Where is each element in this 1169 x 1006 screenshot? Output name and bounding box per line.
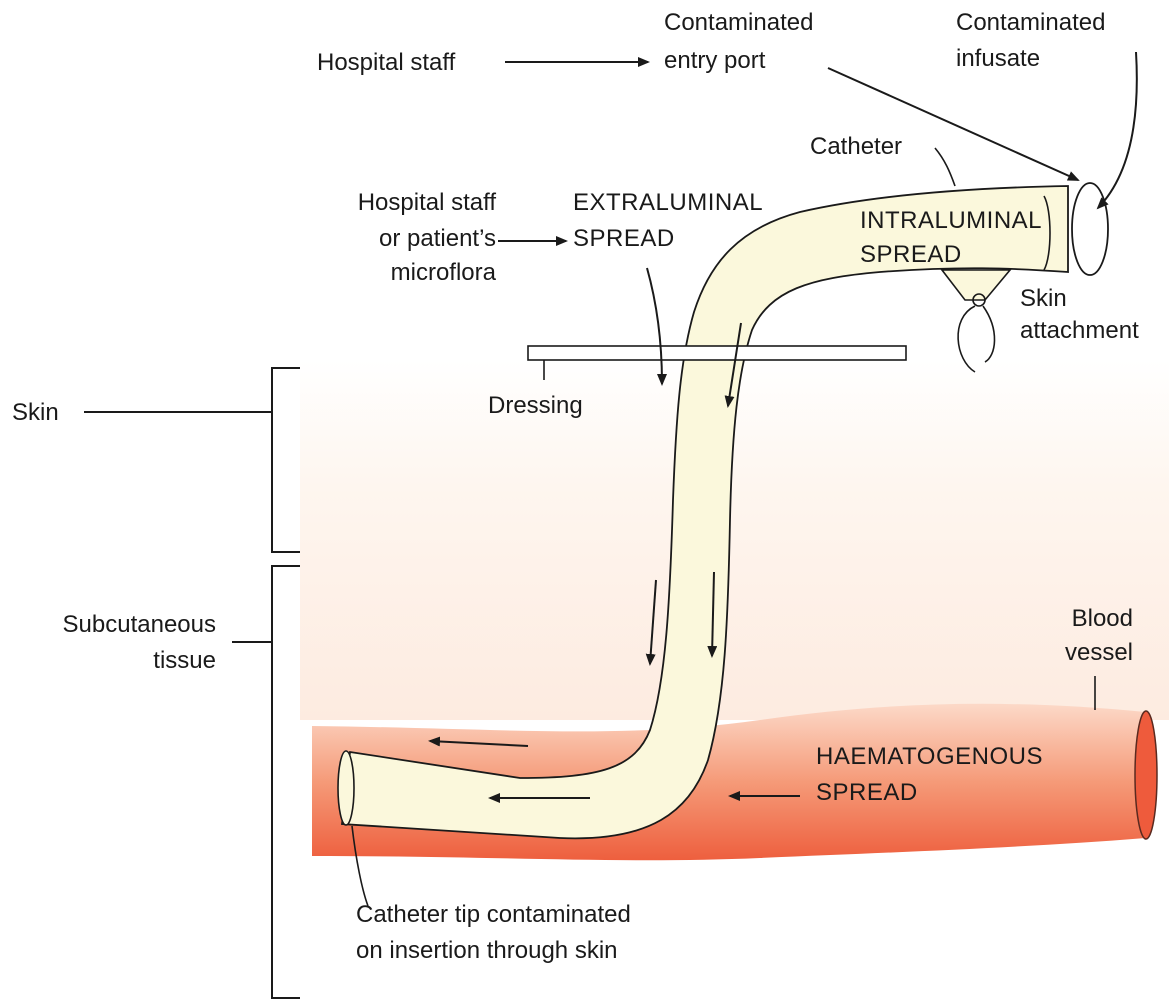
microflora-label-line3: microflora — [391, 259, 497, 286]
subcutaneous-bracket — [272, 566, 300, 998]
catheter-tip-opening — [338, 751, 354, 825]
haematogenous-label-line2: SPREAD — [816, 779, 918, 806]
skin-bracket — [272, 368, 300, 552]
catheter-pointer — [935, 148, 955, 186]
skin-label: Skin — [12, 399, 59, 426]
microflora-label-line1: Hospital staff — [358, 189, 497, 216]
infusate-label-line2: infusate — [956, 45, 1040, 72]
intraluminal-label-line1: INTRALUMINAL — [860, 207, 1042, 234]
entry-port-label-line1: Contaminated — [664, 9, 813, 36]
haematogenous-label-line1: HAEMATOGENOUS — [816, 743, 1043, 770]
dressing — [528, 346, 906, 360]
blood-vessel-label-line1: Blood — [1072, 605, 1133, 632]
intraluminal-label-line2: SPREAD — [860, 241, 962, 268]
blood-vessel-opening — [1135, 711, 1157, 839]
entry-port-label-line2: entry port — [664, 47, 766, 74]
infusate-arrow — [1098, 52, 1137, 208]
skin-attachment-label-line2: attachment — [1020, 317, 1139, 344]
blood-vessel-label-line2: vessel — [1065, 639, 1133, 666]
entry-port-arrow — [828, 68, 1078, 180]
extraluminal-label-line2: SPREAD — [573, 225, 675, 252]
subcutaneous-label-line1: Subcutaneous — [63, 611, 216, 638]
microflora-label-line2: or patient’s — [379, 225, 496, 252]
hospital-staff-label: Hospital staff — [317, 49, 456, 76]
catheter-tip-label-line2: on insertion through skin — [356, 937, 618, 964]
catheter-tip-label-line1: Catheter tip contaminated — [356, 901, 631, 928]
extraluminal-label-line1: EXTRALUMINAL — [573, 189, 763, 216]
catheter-port-opening — [1072, 183, 1108, 275]
dressing-label: Dressing — [488, 392, 583, 419]
catheter-label: Catheter — [810, 133, 902, 160]
subcutaneous-label-line2: tissue — [153, 647, 216, 674]
infusate-label-line1: Contaminated — [956, 9, 1105, 36]
skin-attachment-label-line1: Skin — [1020, 285, 1067, 312]
